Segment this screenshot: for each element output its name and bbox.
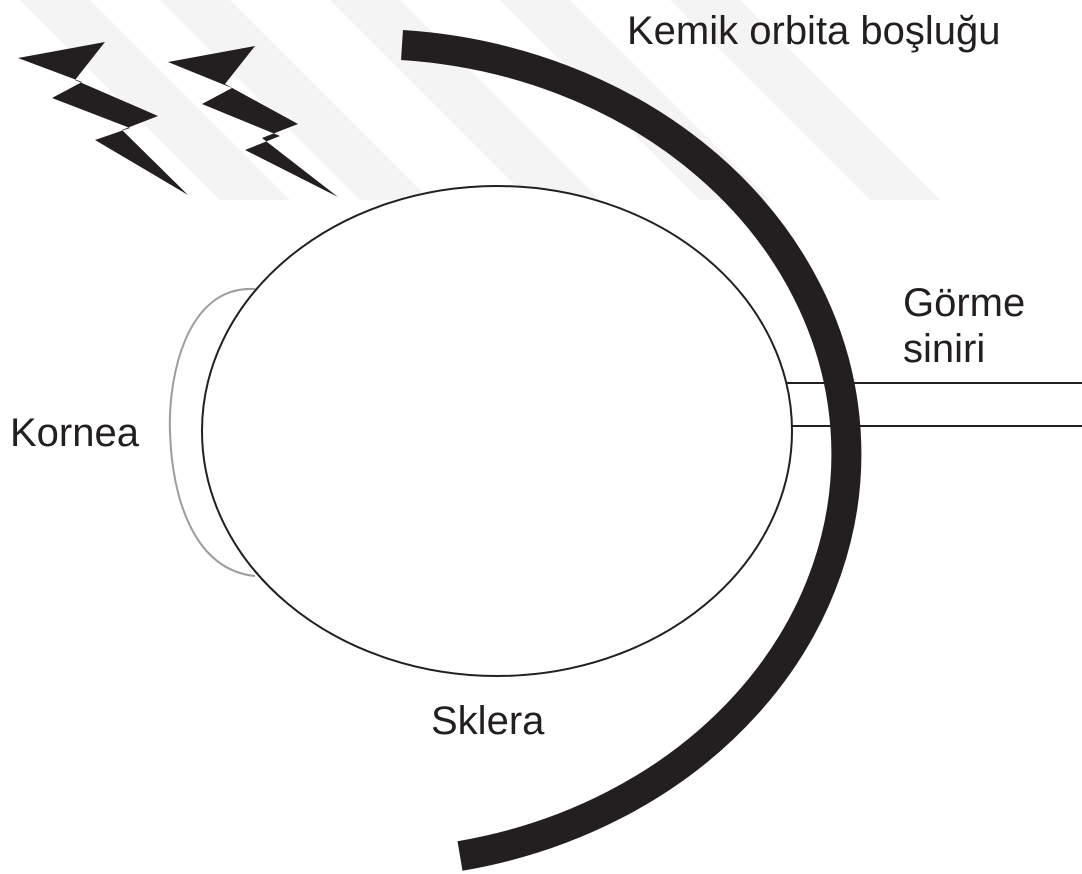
orbit-label: Kemik orbita boşluğu: [627, 9, 1001, 53]
cornea-outline: [168, 287, 256, 577]
sclera-label: Sklera: [431, 699, 545, 743]
optic-nerve-label-line2: siniri: [903, 327, 986, 371]
eyeball-sclera: [201, 185, 793, 677]
bony-orbit-wall: [401, 30, 862, 871]
optic-nerve-label: Görme siniri: [903, 280, 1025, 372]
lightning-bolt-icon: [168, 46, 338, 197]
optic-nerve-label-line1: Görme: [903, 281, 1026, 325]
lightning-bolt-icon: [18, 42, 188, 195]
cornea-label: Kornea: [10, 411, 139, 455]
